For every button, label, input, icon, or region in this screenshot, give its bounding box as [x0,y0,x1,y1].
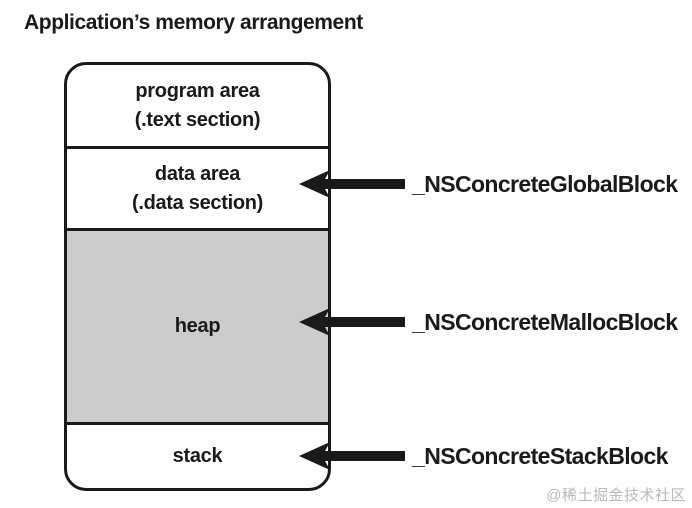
left-arrow-icon-malloc-block [299,308,405,336]
section-label-line: (.data section) [131,191,264,214]
section-heap: heap [67,228,328,422]
section-label-line: heap [174,315,221,337]
annotation-malloc-block: _NSConcreteMallocBlock [412,309,678,335]
watermark: @稀土掘金技术社区 [546,487,686,504]
section-data-area: data area (.data section) [67,146,328,228]
section-label-line: data area [154,162,241,185]
section-label-line: stack [172,445,223,467]
section-label-line: program area [135,79,260,102]
left-arrow-icon-stack-block [299,442,405,470]
annotation-stack-block: _NSConcreteStackBlock [412,443,668,469]
memory-box: program area (.text section) data area (… [64,62,331,491]
section-label-line: (.text section) [134,108,261,131]
figure-title: Application’s memory arrangement [24,11,363,34]
section-stack: stack [67,422,328,488]
left-arrow-icon-global-block [299,170,405,198]
annotation-global-block: _NSConcreteGlobalBlock [412,171,678,197]
section-program-area: program area (.text section) [67,65,328,146]
